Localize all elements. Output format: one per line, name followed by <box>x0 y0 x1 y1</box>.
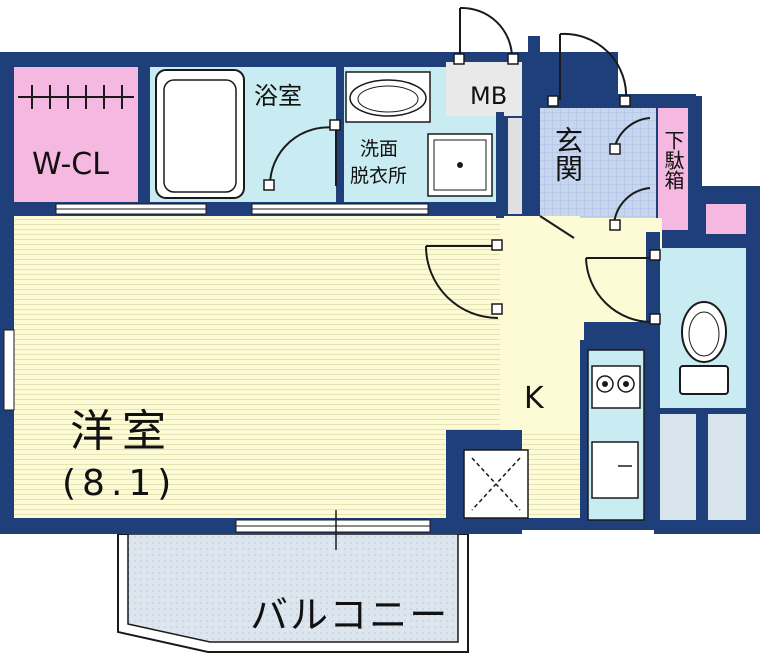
stove <box>591 365 641 409</box>
hinges <box>263 53 661 325</box>
sliding-doors <box>3 203 431 550</box>
hanger-rail <box>18 85 134 109</box>
kitchen-label: K <box>524 381 544 416</box>
washing-machine-pan <box>427 133 493 197</box>
bath-label: 浴室 <box>254 82 302 110</box>
bathtub <box>155 69 245 199</box>
entrance-floor <box>540 108 656 232</box>
balcony-label: バルコニー <box>250 593 450 637</box>
mb-space <box>446 62 522 116</box>
shoe-box <box>658 108 688 230</box>
storage-2 <box>708 414 746 520</box>
refrigerator-space <box>463 449 529 519</box>
wcl-floor <box>14 67 138 202</box>
washroom-label-line2: 脱衣所 <box>350 165 408 187</box>
swing-doors <box>268 6 653 323</box>
toilet <box>679 301 729 395</box>
hall-floor <box>500 218 662 322</box>
kitchen-area-floor <box>500 322 584 434</box>
shoe-box-label: 下駄箱 <box>661 130 685 190</box>
washroom-label-line1: 洗面 <box>360 138 399 160</box>
mb-label: MB <box>470 82 508 110</box>
kitchen-counter <box>587 349 645 521</box>
wcl-label: W-CL <box>32 147 109 182</box>
washbasin <box>345 71 431 123</box>
sink <box>591 441 639 499</box>
western-room-label: 洋室 <box>70 406 174 457</box>
storage-1 <box>660 414 696 520</box>
small-closet <box>706 204 746 234</box>
entrance-label: 玄関 <box>551 126 584 182</box>
western-room-size: (8.1) <box>62 463 178 504</box>
balcony <box>117 533 469 653</box>
